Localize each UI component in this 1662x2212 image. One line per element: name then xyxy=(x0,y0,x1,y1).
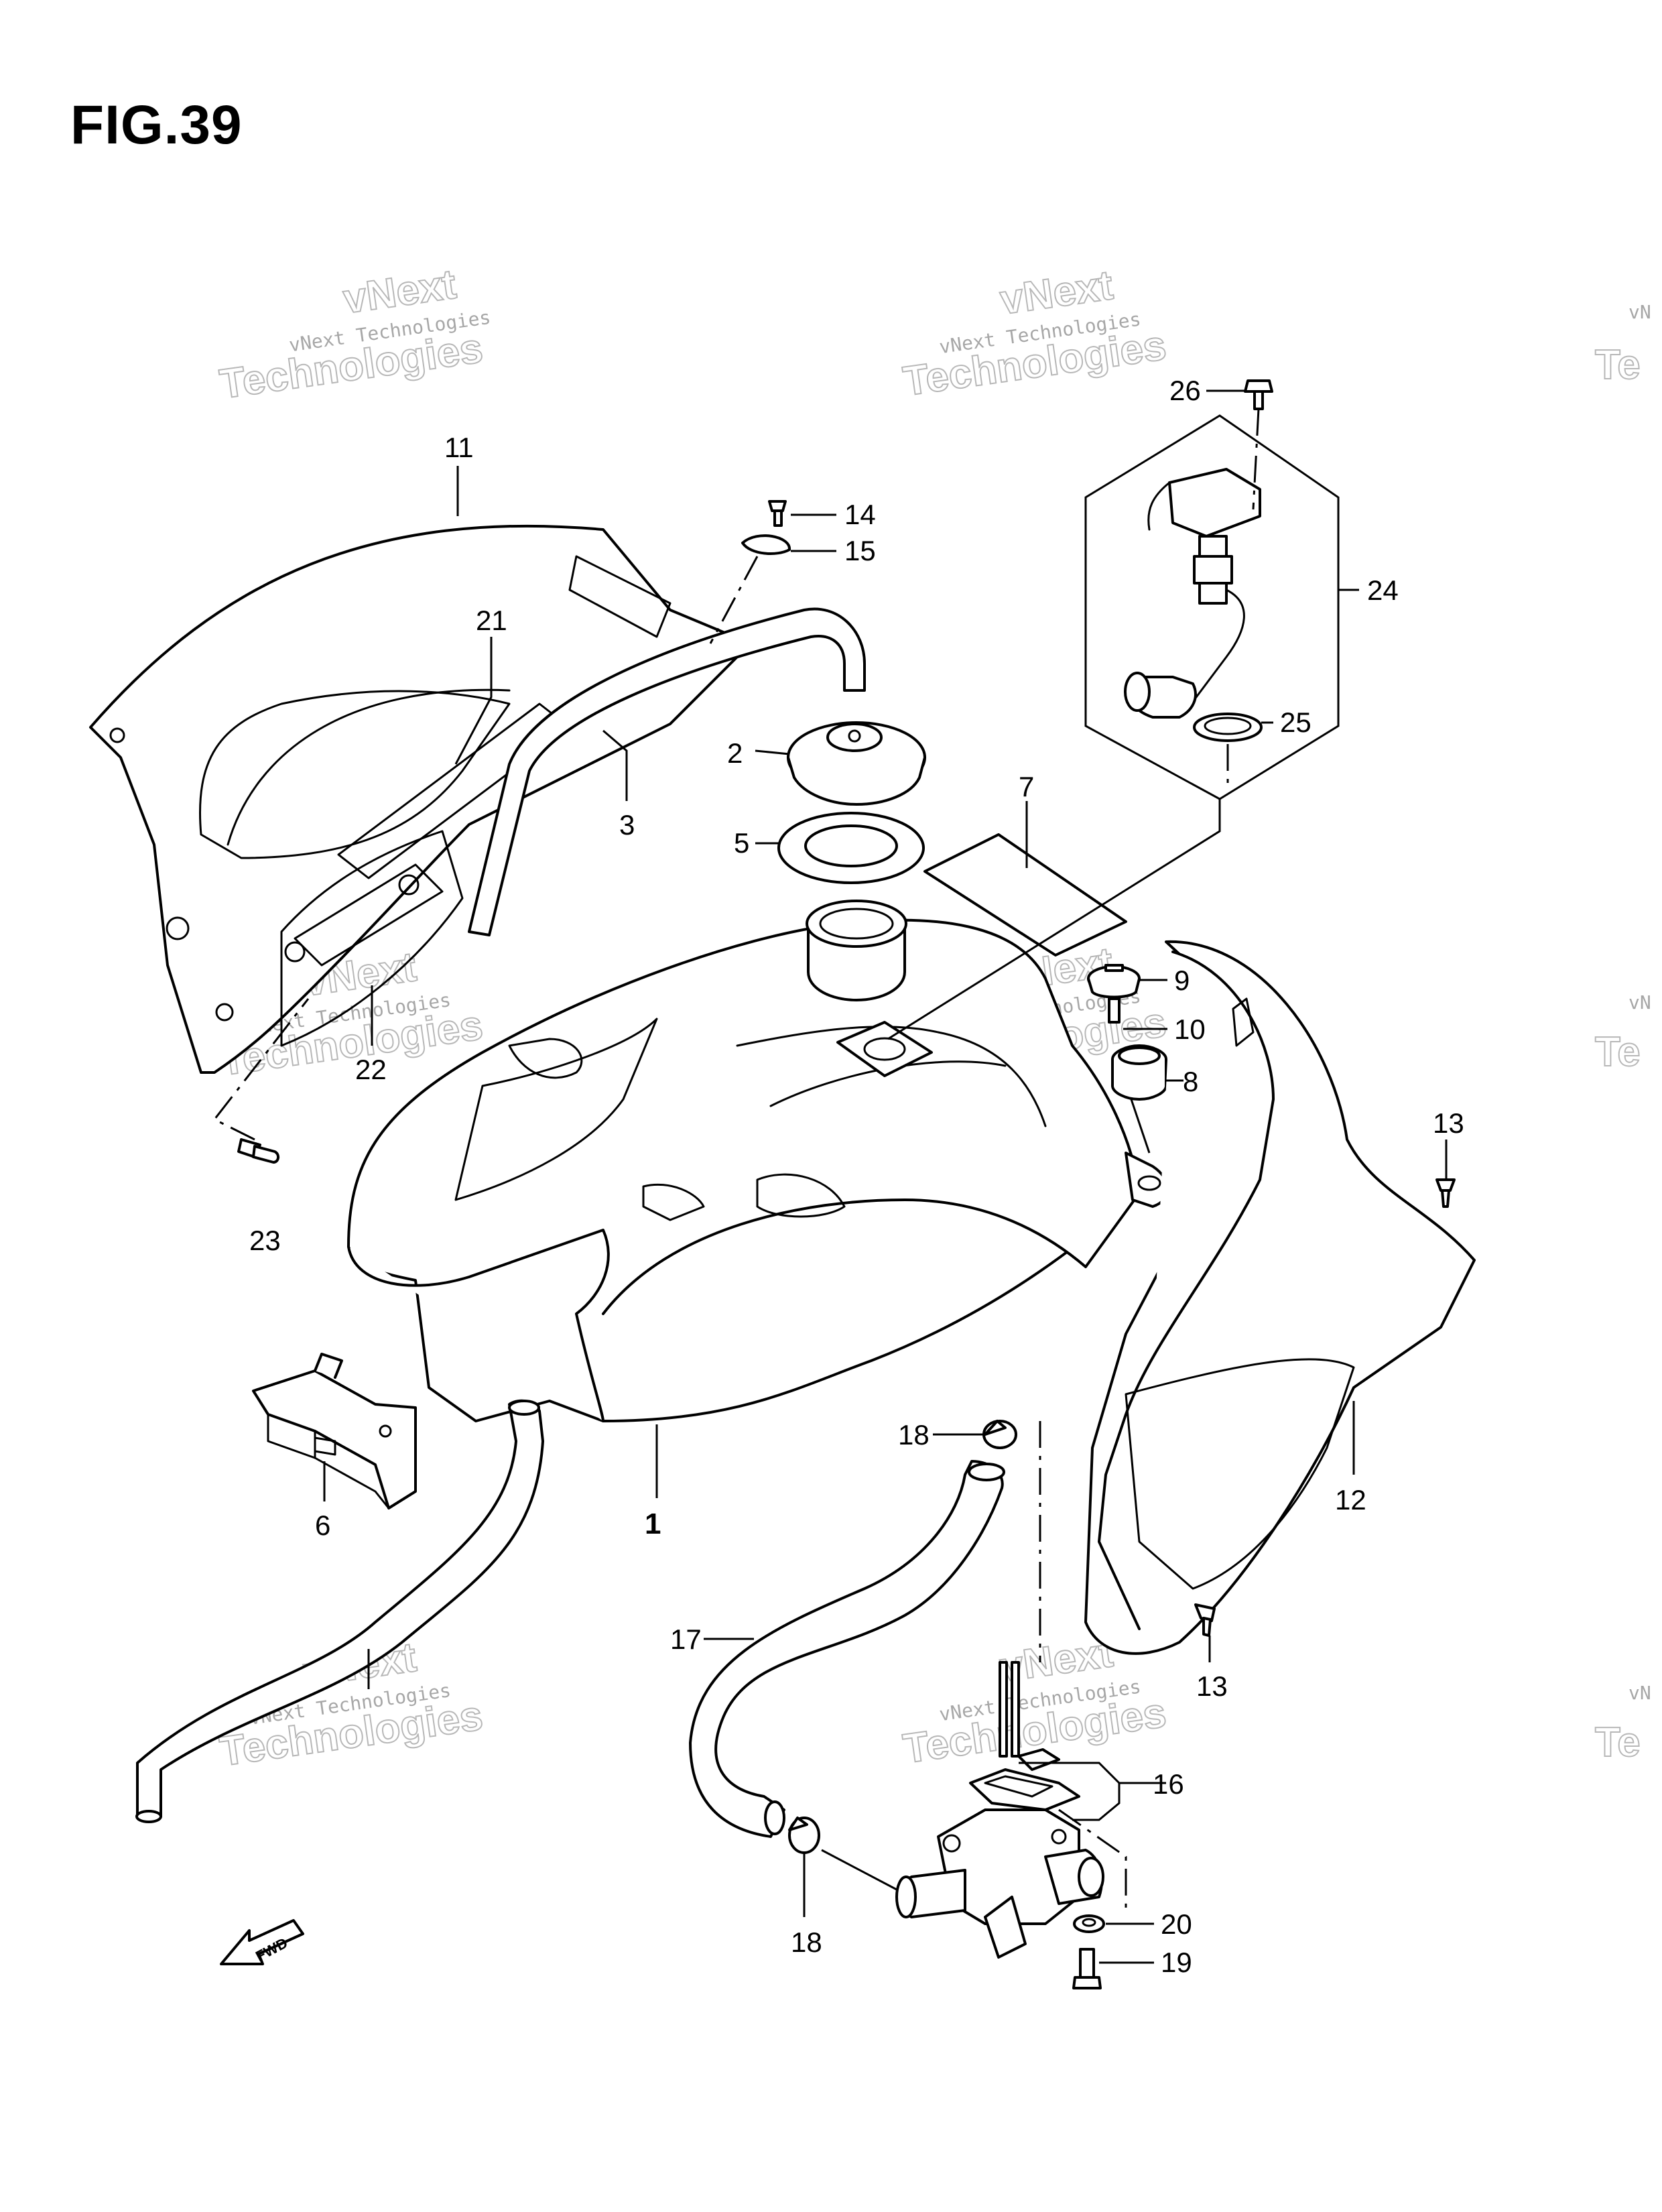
leader-lines xyxy=(212,389,1448,1964)
part-7-pad xyxy=(923,833,1127,957)
part-11-left-side-cover xyxy=(89,524,752,1074)
callout-18-upper: 18 xyxy=(898,1419,930,1451)
callout-12: 12 xyxy=(1335,1484,1366,1516)
callout-21: 21 xyxy=(476,605,507,636)
part-9-cushion xyxy=(1087,964,1141,999)
callout-14: 14 xyxy=(844,499,876,530)
part-20-washer xyxy=(1073,1914,1105,1933)
part-25-o-ring xyxy=(1193,713,1263,742)
watermark-edge: vN Te vN Te vN Te xyxy=(1594,301,1651,1766)
part-18-clamp-upper xyxy=(982,1420,1017,1449)
watermark-1: vNext Technologies vNext Technologies xyxy=(216,261,492,409)
callout-24: 24 xyxy=(1367,574,1399,606)
callout-26: 26 xyxy=(1169,375,1201,406)
callout-19: 19 xyxy=(1161,1947,1192,1978)
part-6-bracket xyxy=(252,1353,417,1510)
part-22-bracket xyxy=(294,863,444,967)
part-10-collar xyxy=(1108,997,1121,1024)
svg-text:Te: Te xyxy=(1595,1029,1641,1075)
callout-23: 23 xyxy=(249,1225,281,1256)
callout-7: 7 xyxy=(1019,771,1034,802)
part-24-fuel-pump xyxy=(1124,468,1261,719)
part-19-bolt xyxy=(1072,1948,1102,1989)
callout-8: 8 xyxy=(1183,1066,1198,1097)
part-12-right-side-cover xyxy=(1084,940,1476,1655)
part-26-screw xyxy=(1244,379,1273,410)
part-23-bolt xyxy=(237,1138,279,1164)
callout-20: 20 xyxy=(1161,1908,1192,1940)
fwd-direction-arrow: FWD xyxy=(220,1919,304,1965)
part-2-fuel-cap xyxy=(787,721,926,806)
callout-10: 10 xyxy=(1174,1013,1206,1045)
part-15-washer xyxy=(741,534,791,555)
part-8-grommet xyxy=(1111,1044,1167,1101)
callout-25: 25 xyxy=(1280,706,1312,738)
part-14-clip xyxy=(768,500,787,527)
watermark-2: vNext Technologies vNext Technologies xyxy=(900,261,1170,406)
callout-6: 6 xyxy=(315,1510,330,1541)
fuel-cock-body xyxy=(895,1808,1104,1959)
svg-text:Te: Te xyxy=(1595,1719,1641,1766)
part-17-fuel-hose xyxy=(689,1460,1005,1838)
part-13-rivet-upper xyxy=(1435,1178,1456,1208)
callout-labels: 11 21 3 22 23 14 15 2 5 7 24 25 26 9 10 … xyxy=(249,375,1464,1978)
callout-13-upper: 13 xyxy=(1433,1107,1464,1139)
callout-2: 2 xyxy=(727,737,743,769)
part-1-fuel-tank xyxy=(347,900,1169,1422)
callout-17: 17 xyxy=(670,1623,702,1655)
callout-22: 22 xyxy=(355,1054,387,1085)
callout-18-lower: 18 xyxy=(791,1926,822,1958)
figure-title: FIG.39 xyxy=(70,95,243,156)
callout-16: 16 xyxy=(1153,1768,1184,1800)
callout-5: 5 xyxy=(734,827,749,859)
part-3-breather-tube xyxy=(468,607,866,936)
callout-9: 9 xyxy=(1174,965,1190,996)
part-18-clamp-lower xyxy=(788,1817,820,1854)
svg-text:vN: vN xyxy=(1628,301,1651,323)
part-5-gasket xyxy=(777,812,925,884)
svg-text:vN: vN xyxy=(1628,991,1651,1013)
callout-1: 1 xyxy=(645,1508,661,1540)
callout-15: 15 xyxy=(844,535,876,566)
part-left-overflow-hose xyxy=(135,1399,544,1823)
callout-11: 11 xyxy=(444,432,474,463)
callout-13-lower: 13 xyxy=(1196,1670,1228,1702)
svg-text:Te: Te xyxy=(1595,342,1641,388)
svg-text:vN: vN xyxy=(1628,1682,1651,1704)
callout-3: 3 xyxy=(619,809,635,841)
part-16-fuel-cock-gaskets xyxy=(969,1661,1080,1811)
